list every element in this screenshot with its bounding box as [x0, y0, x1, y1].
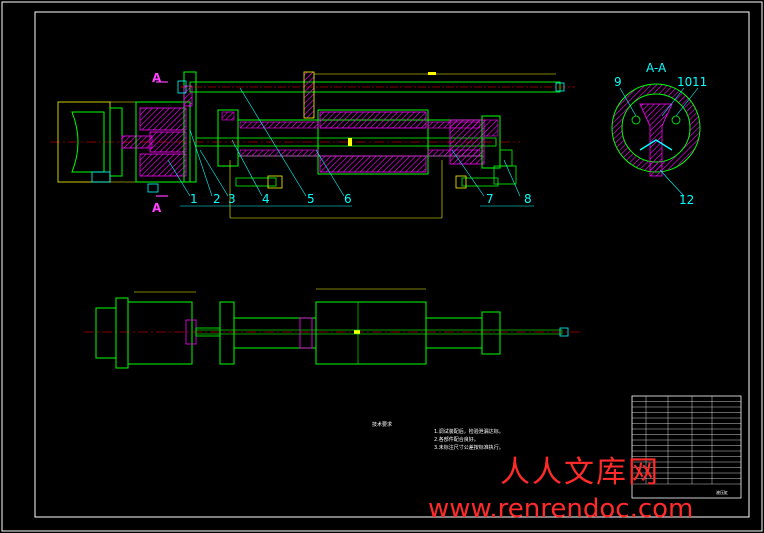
section-marker-bottom: A [152, 201, 162, 215]
watermark-url: www.renrendoc.com [428, 494, 694, 524]
lower-rear-housing [127, 301, 193, 365]
watermark-brand: 人人文库网 [500, 455, 660, 490]
barrel-jacket [317, 109, 429, 175]
rear-housing [135, 101, 191, 183]
title-block-name: 液压缸 [716, 489, 728, 495]
section-a-a-view: A-A 9 10 11 12 [611, 61, 707, 207]
upper-section-view: A A 1 2 3 4 5 6 7 8 [50, 71, 575, 219]
callout-4: 4 [262, 192, 270, 206]
title-block-frame [631, 395, 742, 499]
drawing-frame [34, 11, 750, 518]
lower-front-barrel [233, 317, 317, 349]
section-marker-top: A [152, 71, 162, 85]
callout-8: 8 [524, 192, 532, 206]
rear-piston [149, 131, 187, 153]
top-bracket [303, 71, 315, 119]
section-callout-12: 12 [679, 193, 694, 207]
title-block: 液压缸 [631, 395, 742, 499]
callout-7: 7 [486, 192, 494, 206]
section-callout-10: 10 [677, 75, 692, 89]
section-a-a-title: A-A [646, 61, 667, 75]
note-3: 3.未标注尺寸公差按标准执行。 [434, 444, 504, 451]
notes-heading: 技术要求 [372, 421, 392, 428]
piston-rod-head [121, 135, 153, 149]
jacket-hatch-top [319, 111, 427, 129]
callout-leaders [167, 87, 534, 207]
jacket-hatch-bottom [319, 155, 427, 173]
rear-end-cap [481, 115, 501, 169]
rear-end-block [449, 119, 485, 165]
note-1: 1.调试装配后，检验泄漏达标。 [434, 428, 504, 435]
lower-plan-view [84, 288, 582, 369]
rear-housing-hatch-bottom [139, 153, 187, 177]
lower-jacket [315, 301, 427, 365]
callout-2: 2 [213, 192, 221, 206]
end-cap-outline [57, 101, 111, 183]
main-piston-rod [195, 137, 497, 147]
technical-notes: 技术要求 1.调试装配后，检验泄漏达标。 2.各部件配合良好。 3.未标注尺寸公… [372, 421, 504, 451]
callout-3: 3 [228, 192, 236, 206]
section-callout-11: 11 [692, 75, 707, 89]
callout-1: 1 [190, 192, 198, 206]
note-2: 2.各部件配合良好。 [434, 436, 479, 443]
lower-piston-rod [195, 329, 563, 335]
callout-6: 6 [344, 192, 352, 206]
guide-plate [183, 71, 197, 183]
rear-housing-hatch-top [139, 107, 187, 131]
callout-5: 5 [307, 192, 315, 206]
section-callout-9: 9 [614, 75, 622, 89]
